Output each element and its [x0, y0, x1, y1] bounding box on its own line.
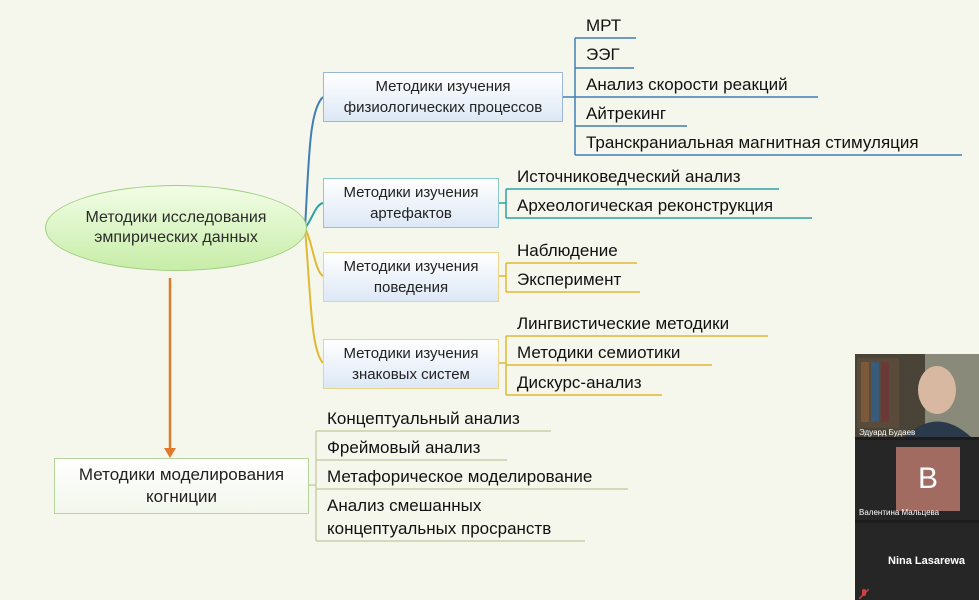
participant-tile-video[interactable]: Эдуард Будаев — [855, 354, 979, 437]
branch-artifacts[interactable]: Методики изучения артефактов — [323, 178, 499, 228]
branch-label-line2: знаковых систем — [352, 366, 470, 383]
leaf-blending-line1[interactable]: Анализ смешанных — [327, 496, 482, 515]
leaf-archeological-reconstruction[interactable]: Археологическая реконструкция — [517, 196, 774, 215]
leaf-eeg[interactable]: ЭЭГ — [586, 45, 620, 64]
participants-panel: Эдуард Будаев В Валентина Мальцева Nina … — [855, 354, 979, 600]
branch-label-line2: артефактов — [370, 205, 452, 222]
leaf-metaphoric[interactable]: Метафорическое моделирование — [327, 467, 593, 486]
modeling-line2: когниции — [146, 487, 217, 506]
leaf-experiment[interactable]: Эксперимент — [517, 270, 622, 289]
leaf-observation[interactable]: Наблюдение — [517, 241, 618, 260]
leaf-conceptual[interactable]: Концептуальный анализ — [327, 409, 520, 428]
leaf-tms[interactable]: Транскраниальная магнитная стимуляция — [586, 133, 919, 152]
participant-name: Nina Lasarewa — [888, 555, 966, 567]
participant-name: Эдуард Будаев — [859, 428, 916, 437]
branch-physiological[interactable]: Методики изучения физиологических процес… — [323, 72, 563, 122]
branch-label-line1: Методики изучения — [375, 78, 511, 95]
participant-tile-name[interactable]: Nina Lasarewa — [855, 523, 979, 600]
leaf-eyetracking[interactable]: Айтрекинг — [586, 104, 667, 123]
modeling-line1: Методики моделирования — [78, 465, 285, 484]
leaf-frame[interactable]: Фреймовый анализ — [327, 438, 481, 457]
leaf-reaction-speed[interactable]: Анализ скорости реакций — [586, 75, 788, 94]
branch-label-line1: Методики изучения — [343, 345, 479, 362]
branch-label-line2: физиологических процессов — [343, 99, 543, 116]
avatar: В — [896, 447, 960, 511]
root-line2: эмпирических данных — [94, 229, 258, 246]
branch-sign-systems[interactable]: Методики изучения знаковых систем — [323, 339, 499, 389]
mic-muted-icon — [859, 589, 869, 599]
modeling-topic[interactable]: Методики моделирования когниции — [54, 458, 309, 514]
leaf-source-analysis[interactable]: Источниковедческий анализ — [517, 167, 741, 186]
leaf-mrt[interactable]: МРТ — [586, 16, 622, 35]
root-line1: Методики исследования — [85, 209, 267, 226]
video-person-icon — [855, 354, 979, 437]
leaf-semiotics[interactable]: Методики семиотики — [517, 343, 681, 362]
leaf-discourse[interactable]: Дискурс-анализ — [517, 373, 642, 392]
participant-tile-avatar[interactable]: В Валентина Мальцева — [855, 440, 979, 520]
branch-label-line1: Методики изучения — [343, 184, 479, 201]
root-topic[interactable]: Методики исследования эмпирических данны… — [45, 185, 307, 271]
branch-label-line1: Методики изучения — [343, 258, 479, 275]
branch-label-line2: поведения — [373, 279, 449, 296]
leaf-blending-line2[interactable]: концептуальных просранств — [327, 519, 552, 538]
participant-name: Валентина Мальцева — [859, 508, 940, 517]
leaf-linguistic[interactable]: Лингвистические методики — [517, 314, 730, 333]
branch-behavior[interactable]: Методики изучения поведения — [323, 252, 499, 302]
